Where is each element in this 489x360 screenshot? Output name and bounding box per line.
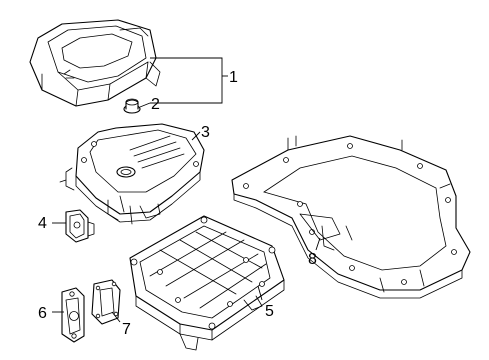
mounting-plate[interactable] [61, 287, 85, 343]
callout-labels: 1 2 3 4 5 6 7 8 [38, 69, 317, 338]
callout-4: 4 [38, 215, 47, 232]
lower-housing[interactable] [129, 215, 285, 351]
callout-2: 2 [151, 96, 160, 113]
bracket[interactable] [65, 209, 95, 243]
engine-cover[interactable] [29, 19, 161, 107]
mounting-frame[interactable] [231, 135, 471, 299]
grommet[interactable] [123, 98, 141, 114]
inverter-unit[interactable] [59, 123, 205, 225]
leader-lines [52, 57, 321, 323]
callout-5: 5 [265, 303, 274, 320]
callout-8: 8 [308, 251, 317, 268]
callout-1: 1 [229, 69, 238, 86]
callout-7: 7 [122, 321, 131, 338]
callout-3: 3 [201, 124, 210, 141]
callout-6: 6 [38, 305, 47, 322]
